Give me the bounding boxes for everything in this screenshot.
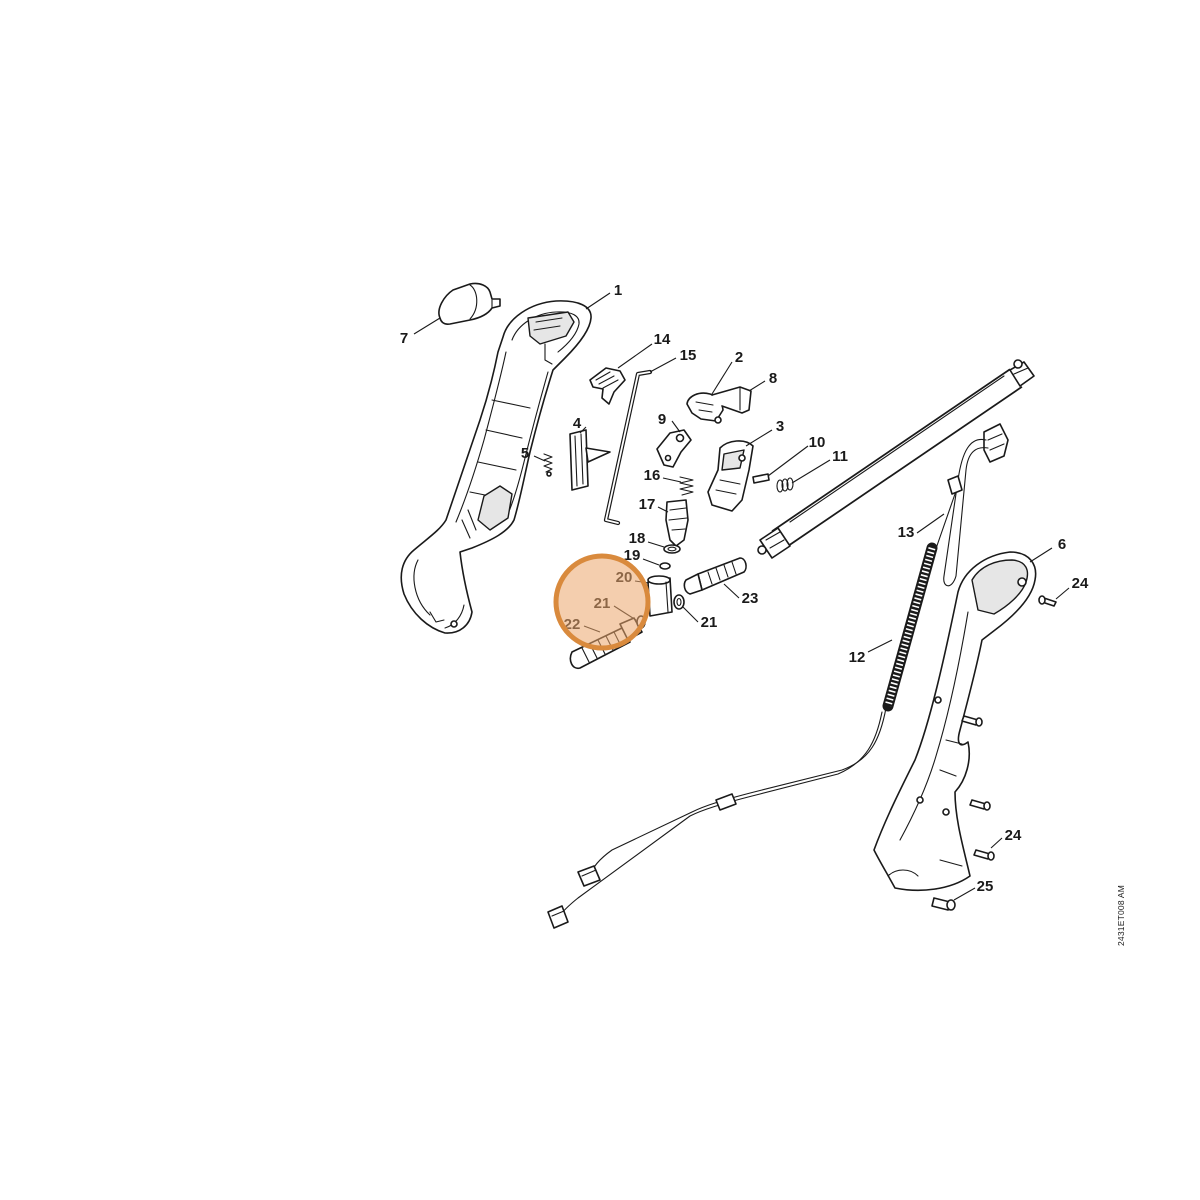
callout-label: 24 [1072, 575, 1089, 592]
part-16-spring [679, 476, 694, 496]
part-21-ring-right [673, 594, 685, 610]
highlight-ring [553, 553, 651, 651]
part-24-screw-bottom [973, 849, 995, 861]
callout-label: 6 [1058, 536, 1066, 553]
callout-label: 24 [1005, 827, 1022, 844]
part-25-screw [931, 897, 956, 911]
part-6-handle-housing [873, 551, 1037, 892]
callout-label: 3 [776, 418, 784, 435]
callout-label: 11 [832, 448, 848, 465]
part-11-spring [776, 477, 794, 493]
callout-label: 18 [629, 530, 646, 547]
tube-clamp-left [757, 527, 791, 559]
callout-label: 13 [898, 524, 915, 541]
callout-label: 16 [644, 467, 661, 484]
drawing-code: 2431ET008 AM [1116, 885, 1126, 946]
part-17-switch-shaft [665, 499, 689, 547]
tube-clamp-right [1009, 359, 1035, 387]
callout-label: 1 [614, 282, 622, 299]
callout-label: 23 [742, 590, 759, 607]
callout-label: 14 [654, 331, 671, 348]
callout-label: 8 [769, 370, 777, 387]
part-24-screw-top [1038, 595, 1057, 607]
shaft-tube [771, 368, 1023, 550]
screw-lower [969, 799, 991, 811]
part-9-cam [656, 429, 692, 468]
callout-label: 9 [658, 411, 666, 428]
part-14-lock-lever [589, 367, 626, 405]
part-15-rod [603, 369, 653, 526]
callout-label: 7 [400, 330, 408, 347]
part-18-o-ring [663, 544, 681, 554]
part-4-slide-bar [569, 429, 611, 491]
wiring-harness [547, 707, 887, 929]
part-7-knob [438, 282, 501, 325]
part-2-lever [686, 392, 724, 424]
part-10-pin [752, 473, 770, 484]
part-8-bracket [711, 386, 752, 414]
part-19-ring [659, 562, 671, 570]
callout-label: 12 [849, 649, 866, 666]
screw-middle [961, 715, 983, 727]
callout-label: 19 [624, 547, 641, 564]
part-1-handle-housing [400, 300, 592, 634]
part-3-trigger [707, 440, 754, 512]
callout-label: 4 [573, 415, 582, 432]
callout-label: 2 [735, 349, 743, 366]
part-13-cable [931, 423, 1009, 587]
highlight-fill [556, 556, 648, 648]
callout-label: 25 [977, 878, 994, 895]
part-5-spring [543, 453, 553, 477]
callout-label: 21 [701, 614, 718, 631]
part-12-cable-sheath [882, 542, 938, 712]
callout-label: 17 [639, 496, 656, 513]
part-23-bolt [683, 557, 747, 595]
callout-label: 15 [680, 347, 697, 364]
callout-label: 10 [809, 434, 826, 451]
callout-label: 5 [521, 445, 529, 462]
highlight-marker [553, 553, 651, 651]
part-20-sleeve [647, 575, 673, 617]
